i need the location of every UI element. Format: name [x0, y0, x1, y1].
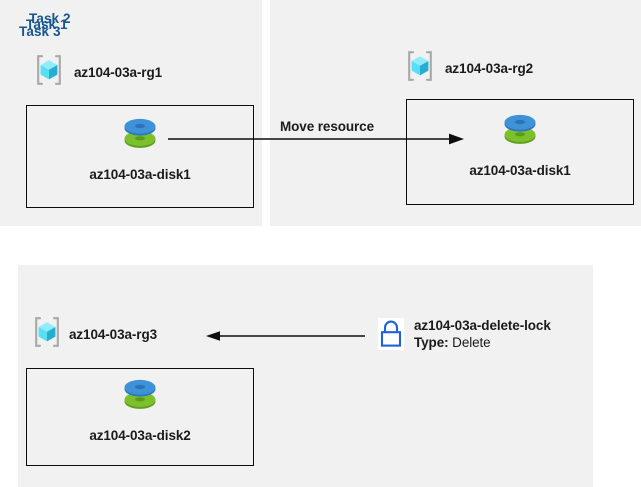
task-title-task2: Task 2: [29, 11, 71, 26]
resource-group-label-task2: az104-03a-rg2: [445, 61, 534, 76]
delete-lock-name: az104-03a-delete-lock: [414, 318, 551, 333]
delete-lock-text: az104-03a-delete-lock Type: Delete: [414, 318, 551, 351]
resource-group-label-task3: az104-03a-rg3: [69, 327, 158, 342]
task-title-task1: Task 1: [26, 17, 68, 32]
managed-disk-icon: [118, 114, 162, 161]
move-resource-arrow: [168, 133, 464, 145]
disk-group-task3: az104-03a-disk2: [89, 375, 191, 443]
delete-lock-type-value: Delete: [448, 335, 491, 350]
lock-icon: [378, 318, 404, 355]
disk-label-task3: az104-03a-disk2: [89, 428, 191, 443]
delete-lock-type-line: Type: Delete: [414, 334, 551, 351]
resource-group-label-task1: az104-03a-rg1: [74, 65, 163, 80]
resource-group-icon: [33, 54, 65, 91]
disk-group-task1: az104-03a-disk1: [89, 114, 191, 182]
resource-group-icon: [404, 50, 436, 87]
disk-label-task2: az104-03a-disk1: [469, 163, 571, 178]
resource-group-row-task1: az104-03a-rg1: [33, 54, 162, 91]
resource-group-icon: [31, 316, 63, 353]
delete-lock-block: az104-03a-delete-lock Type: Delete: [378, 318, 551, 355]
managed-disk-icon: [498, 110, 542, 157]
delete-lock-type-key: Type:: [414, 335, 449, 350]
move-resource-label: Move resource: [280, 119, 374, 134]
resource-group-row-task3: az104-03a-rg3: [31, 316, 157, 353]
disk-label-task1: az104-03a-disk1: [89, 167, 191, 182]
delete-lock-arrow: [206, 331, 365, 341]
resource-group-row-task2: az104-03a-rg2: [404, 50, 533, 87]
disk-group-task2: az104-03a-disk1: [469, 110, 571, 178]
managed-disk-icon: [118, 375, 162, 422]
task-title-task3: Task 3: [19, 24, 61, 39]
